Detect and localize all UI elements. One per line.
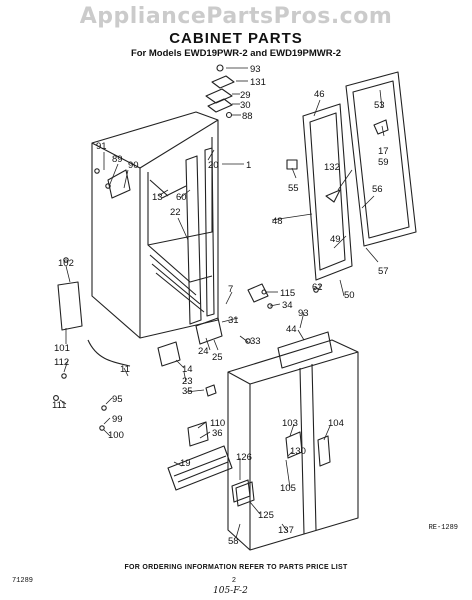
roller-14 — [157, 341, 181, 367]
part-label: 33 — [250, 336, 261, 347]
part-label: 53 — [374, 100, 385, 111]
door-stop — [286, 159, 298, 170]
part-label: 59 — [378, 157, 389, 168]
part-label: 19 — [180, 458, 191, 469]
part-label: 110 — [210, 418, 225, 429]
part-label: 93 — [298, 308, 309, 319]
part-label: 130 — [290, 446, 306, 457]
part-label: 99 — [112, 414, 123, 425]
callout-lines — [59, 67, 385, 539]
part-label: 22 — [170, 207, 181, 218]
part-label: 55 — [288, 183, 299, 194]
leveler-104 — [317, 435, 331, 467]
part-labels: 93 131 29 30 88 91 89 90 1 20 13 60 22 4… — [52, 64, 389, 547]
part-label: 57 — [378, 266, 389, 277]
handwritten-note: 105-F-2 — [213, 586, 248, 596]
freezer-section — [227, 331, 359, 551]
part-label: 62 — [312, 282, 323, 293]
part-label: 1 — [246, 160, 251, 171]
part-label: 48 — [272, 216, 283, 227]
bracket-24 — [195, 317, 223, 345]
part-label: 132 — [324, 162, 340, 173]
part-label: 20 — [208, 160, 219, 171]
lower-hinge — [187, 421, 209, 447]
part-label: 14 — [182, 364, 193, 375]
part-label: 35 — [182, 386, 193, 397]
page-number: 2 — [232, 577, 236, 584]
footer-note: FOR ORDERING INFORMATION REFER TO PARTS … — [124, 564, 348, 571]
part-label: 13 — [152, 192, 163, 203]
part-label: 58 — [228, 536, 239, 547]
cam — [231, 479, 251, 503]
part-label: 105 — [280, 483, 296, 494]
part-label: 17 — [378, 146, 389, 157]
part-label: 101 — [54, 343, 70, 354]
part-label: 100 — [108, 430, 124, 441]
part-label: 11 — [120, 364, 130, 375]
part-label: 36 — [212, 428, 223, 439]
part-label: 60 — [176, 192, 187, 203]
water-tube — [87, 339, 131, 367]
part-label: 29 — [240, 90, 251, 101]
part-label: 23 — [182, 376, 193, 387]
part-label: 34 — [282, 300, 293, 311]
part-label: 91 — [96, 141, 107, 152]
part-label: 24 — [198, 346, 209, 357]
part-label: 137 — [278, 525, 294, 536]
watermark: AppliancePartsPros.com — [79, 4, 393, 29]
page-subtitle: For Models EWD19PWR-2 and EWD19PMWR-2 — [130, 48, 342, 59]
part-label: 50 — [344, 290, 355, 301]
bracket-115 — [247, 283, 269, 303]
brace — [149, 179, 187, 199]
part-label: 30 — [240, 100, 251, 111]
part-label: 111 — [52, 400, 66, 411]
bracket-plate — [57, 281, 83, 331]
part-label: 88 — [242, 111, 253, 122]
part-label: 95 — [112, 394, 123, 405]
catalog-number: 71289 — [12, 577, 34, 585]
fasteners — [53, 168, 319, 431]
part-label: 31 — [228, 315, 239, 326]
part-label: 93 — [250, 64, 261, 75]
part-label: 103 — [282, 418, 298, 429]
part-label: 90 — [128, 160, 139, 171]
part-label: 89 — [112, 154, 123, 165]
part-label: 102 — [58, 258, 74, 269]
part-label: 56 — [372, 184, 383, 195]
part-label: 115 — [280, 288, 295, 299]
drawing-code: RE-1289 — [428, 524, 458, 532]
part-label: 7 — [228, 284, 233, 295]
page-title: CABINET PARTS — [169, 30, 303, 47]
part-label: 49 — [330, 234, 341, 245]
top-hinge — [205, 64, 235, 119]
part-label: 126 — [236, 452, 252, 463]
part-label: 46 — [314, 89, 325, 100]
base-grille — [167, 445, 233, 491]
part-label: 104 — [328, 418, 344, 429]
part-label: 125 — [258, 510, 274, 521]
door-gasket-frame — [302, 71, 417, 281]
part-label: 25 — [212, 352, 223, 363]
center-mullion — [185, 147, 215, 325]
door-closure — [325, 189, 341, 203]
part-label: 44 — [286, 324, 297, 335]
part-label: 131 — [250, 77, 266, 88]
hinge-pin — [373, 119, 389, 135]
part-label: 112 — [54, 357, 69, 368]
hinge-bracket — [107, 169, 131, 199]
